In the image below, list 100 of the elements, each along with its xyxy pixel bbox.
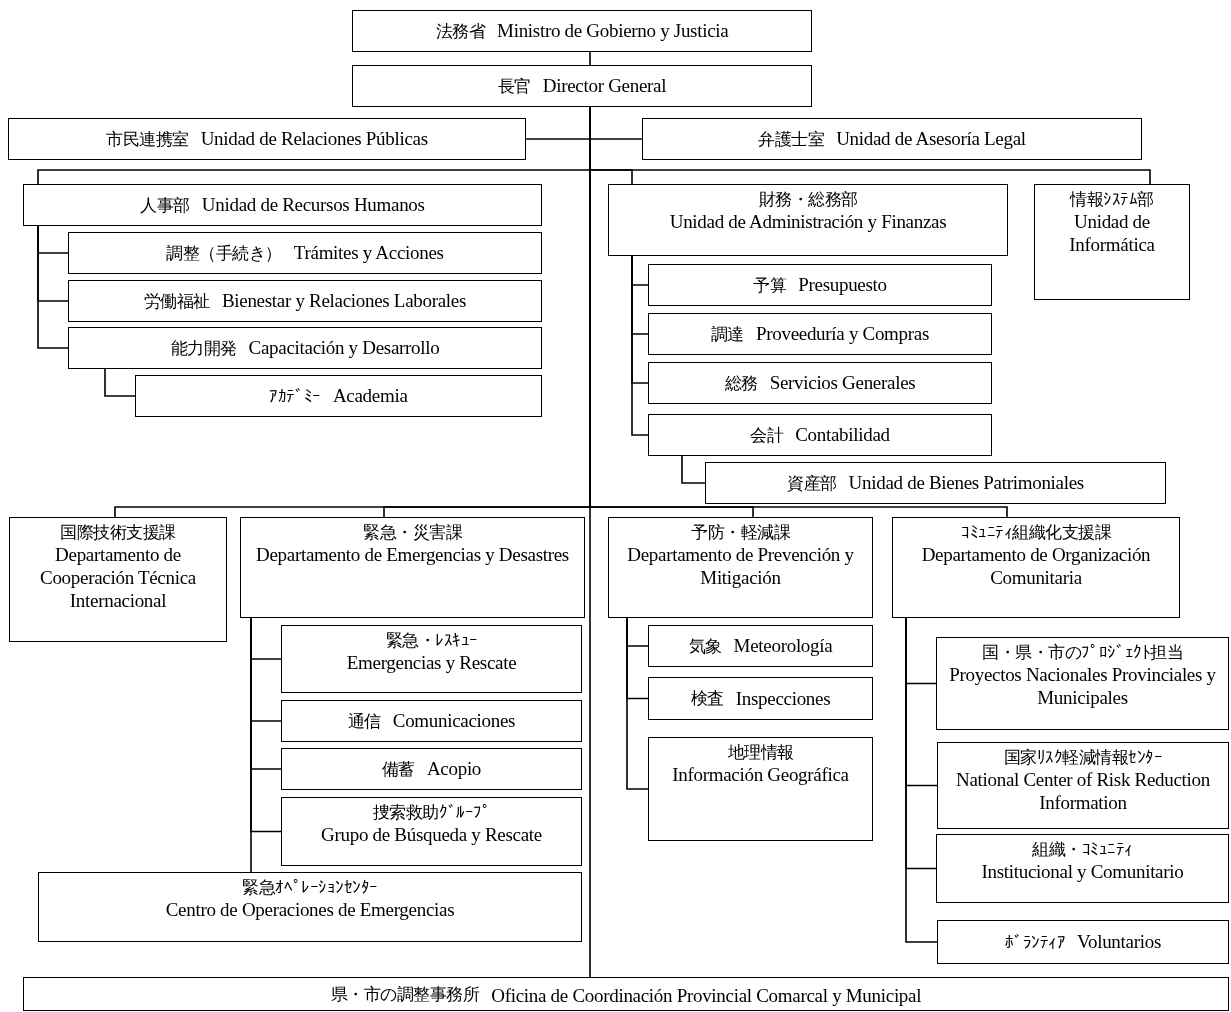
org-unit-box bbox=[936, 834, 1229, 903]
org-unit-box bbox=[608, 184, 1008, 256]
org-unit-box bbox=[135, 375, 542, 417]
org-unit-box bbox=[705, 462, 1166, 504]
org-unit-box bbox=[68, 327, 542, 369]
org-unit-box bbox=[1034, 184, 1190, 300]
org-unit-box bbox=[8, 118, 526, 160]
org-unit-box bbox=[23, 184, 542, 226]
unit-name-spanish: Departamento de Organización Comunitaria bbox=[920, 542, 1152, 590]
org-unit-box bbox=[281, 797, 582, 866]
unit-name-japanese: 通信 bbox=[347, 710, 381, 732]
unit-name-spanish: Contabilidad bbox=[795, 423, 890, 447]
connector-line bbox=[37, 225, 69, 349]
unit-name-spanish: Capacitación y Desarrollo bbox=[248, 336, 440, 360]
connector-line bbox=[589, 51, 591, 66]
unit-name-spanish: Departamento de Emergencias y Desastres bbox=[256, 542, 569, 566]
unit-name-spanish: Acopio bbox=[426, 757, 482, 781]
unit-name-spanish: Trámites y Acciones bbox=[293, 241, 444, 265]
unit-name-spanish: Institucional y Comunitario bbox=[981, 859, 1184, 883]
unit-name-spanish: Bienestar y Relaciones Laborales bbox=[221, 289, 467, 313]
connector-line bbox=[905, 617, 938, 943]
org-unit-box bbox=[38, 872, 582, 942]
unit-name-spanish: Servicios Generales bbox=[769, 371, 916, 395]
unit-name-japanese: 財務・総務部 bbox=[758, 189, 858, 210]
org-unit-box bbox=[936, 637, 1229, 730]
unit-name-japanese: 組織・ｺﾐｭﾆﾃｨ bbox=[1032, 839, 1133, 860]
org-unit-box bbox=[608, 517, 873, 618]
unit-name-spanish: Proveeduría y Compras bbox=[755, 322, 930, 346]
org-unit-box bbox=[648, 362, 992, 404]
unit-name-spanish: Comunicaciones bbox=[392, 709, 516, 733]
connector-line bbox=[681, 455, 706, 484]
unit-name-spanish: Departamento de Prevención y Mitigación bbox=[626, 542, 855, 590]
unit-name-spanish: Centro de Operaciones de Emergencias bbox=[165, 897, 455, 921]
unit-name-spanish: Voluntarios bbox=[1077, 930, 1161, 954]
org-unit-box bbox=[352, 65, 812, 107]
org-unit-box bbox=[648, 313, 992, 355]
unit-name-spanish: Grupo de Búsqueda y Rescate bbox=[321, 822, 542, 846]
unit-name-japanese: 法務省 bbox=[435, 20, 486, 42]
unit-name-japanese: 備蓄 bbox=[381, 758, 415, 780]
unit-name-spanish: Unidad de Asesoría Legal bbox=[836, 127, 1026, 151]
org-unit-box bbox=[281, 748, 582, 790]
unit-name-japanese: 弁護士室 bbox=[758, 128, 825, 150]
org-unit-box bbox=[648, 414, 992, 456]
org-unit-box bbox=[281, 700, 582, 742]
unit-name-spanish: Emergencias y Rescate bbox=[346, 650, 517, 674]
unit-name-japanese: 長官 bbox=[497, 75, 531, 97]
unit-name-spanish: Unidad de Relaciones Públicas bbox=[200, 127, 428, 151]
connector-line bbox=[104, 368, 136, 397]
connector-line bbox=[626, 617, 649, 790]
unit-name-spanish: Director General bbox=[542, 74, 667, 98]
org-unit-box bbox=[23, 977, 1229, 1011]
unit-name-japanese: 国・県・市のﾌﾟﾛｼﾞｪｸﾄ担当 bbox=[982, 642, 1183, 663]
unit-name-spanish: Proyectos Nacionales Provinciales y Municipales bbox=[948, 662, 1217, 710]
org-unit-box bbox=[892, 517, 1180, 618]
unit-name-japanese: 緊急・災害課 bbox=[363, 522, 462, 543]
org-unit-box bbox=[240, 517, 585, 618]
unit-name-japanese: ｱｶﾃﾞﾐｰ bbox=[269, 385, 321, 407]
unit-name-spanish: Unidad de Informática bbox=[1068, 209, 1156, 257]
unit-name-japanese: 能力開発 bbox=[170, 337, 237, 359]
org-unit-box bbox=[937, 742, 1229, 829]
org-unit-box bbox=[648, 677, 873, 720]
org-unit-box bbox=[648, 625, 873, 667]
org-unit-box bbox=[352, 10, 812, 52]
unit-name-spanish: Meteorología bbox=[733, 634, 833, 658]
unit-name-spanish: Departamento de Cooperación Técnica Internacional bbox=[39, 542, 197, 613]
unit-name-japanese: ｺﾐｭﾆﾃｨ組織化支援課 bbox=[961, 522, 1111, 543]
org-unit-box bbox=[648, 737, 873, 841]
connector-line bbox=[250, 617, 252, 873]
unit-name-japanese: 地理情報 bbox=[727, 742, 794, 763]
org-unit-box bbox=[937, 920, 1229, 964]
org-unit-box bbox=[642, 118, 1142, 160]
unit-name-spanish: Unidad de Recursos Humanos bbox=[201, 193, 425, 217]
unit-name-spanish: Inspecciones bbox=[735, 686, 831, 711]
unit-name-japanese: 調整（手続き） bbox=[166, 242, 282, 264]
org-unit-box bbox=[648, 264, 992, 306]
unit-name-japanese: 検査 bbox=[690, 688, 724, 709]
unit-name-japanese: 気象 bbox=[688, 635, 722, 657]
org-unit-box bbox=[9, 517, 227, 642]
unit-name-japanese: 総務 bbox=[724, 372, 758, 394]
unit-name-spanish: Unidad de Administración y Finanzas bbox=[669, 209, 947, 233]
unit-name-japanese: 人事部 bbox=[140, 194, 190, 216]
org-unit-box bbox=[68, 232, 542, 274]
unit-name-japanese: 捜索救助ｸﾞﾙｰﾌﾟ bbox=[372, 802, 491, 823]
unit-name-spanish: Presupuesto bbox=[798, 273, 887, 297]
unit-name-japanese: 情報ｼｽﾃﾑ部 bbox=[1070, 189, 1154, 210]
unit-name-spanish: Academia bbox=[332, 384, 408, 408]
unit-name-japanese: 緊急・ﾚｽｷｭｰ bbox=[385, 630, 478, 651]
unit-name-japanese: 予防・軽減課 bbox=[691, 522, 790, 543]
unit-name-japanese: 会計 bbox=[750, 424, 784, 446]
org-unit-box bbox=[281, 625, 582, 693]
unit-name-japanese: 緊急ｵﾍﾟﾚｰｼｮﾝｾﾝﾀｰ bbox=[242, 877, 378, 898]
org-unit-box bbox=[68, 280, 542, 322]
unit-name-japanese: 労働福祉 bbox=[143, 290, 210, 312]
unit-name-spanish: Unidad de Bienes Patrimoniales bbox=[848, 471, 1084, 495]
unit-name-japanese: 予算 bbox=[753, 274, 787, 296]
unit-name-spanish: Oficina de Coordinación Provincial Comarcal y Municipal bbox=[491, 984, 922, 1008]
unit-name-japanese: 国際技術支援課 bbox=[60, 522, 176, 543]
unit-name-spanish: National Center of Risk Reduction Information bbox=[955, 767, 1211, 815]
unit-name-spanish: Información Geográfica bbox=[672, 762, 849, 786]
unit-name-japanese: 県・市の調整事務所 bbox=[330, 984, 480, 1005]
